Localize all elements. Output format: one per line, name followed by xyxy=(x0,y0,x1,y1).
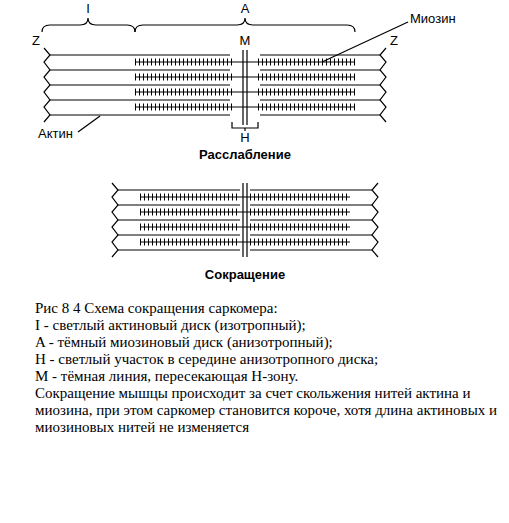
state-label: Сокращение xyxy=(205,268,285,283)
disk-letter: A xyxy=(241,2,250,17)
z-label: Z xyxy=(390,34,398,49)
myosin-heads xyxy=(135,62,355,107)
explanation-note: Сокращение мышцы происходит за счет скол… xyxy=(35,385,505,436)
figure-caption: Рис 8 4 Схема сокращения саркомера: xyxy=(35,300,505,317)
actin-filament xyxy=(118,190,372,250)
line-letter: M xyxy=(240,34,251,49)
z-line xyxy=(44,48,50,122)
leader-line xyxy=(322,22,408,62)
definition-line: A - тёмный миозиновый диск (анизотропный… xyxy=(35,334,505,351)
z-label: Z xyxy=(32,34,40,49)
myosin-heads xyxy=(140,197,350,242)
m-line xyxy=(243,183,247,257)
disk-letter: I xyxy=(86,2,90,17)
h-bracket xyxy=(232,122,258,131)
a-brace xyxy=(135,18,355,32)
filament-label: Миозин xyxy=(410,12,456,27)
zone-letter: H xyxy=(240,131,249,146)
definition-line: H - светлый участок в середине анизотроп… xyxy=(35,351,505,368)
z-line xyxy=(380,48,386,122)
leader-line xyxy=(78,116,100,132)
definition-line: M - тёмная линия, пересекающая H-зону. xyxy=(35,368,505,385)
z-line xyxy=(112,183,118,257)
definition-line: I - светлый актиновый диск (изотропный); xyxy=(35,317,505,334)
i-brace xyxy=(42,18,135,32)
myosin-filament xyxy=(140,197,350,242)
z-line xyxy=(372,183,378,257)
m-line xyxy=(243,50,247,125)
myosin-filament xyxy=(135,62,355,107)
actin-filament xyxy=(50,55,380,115)
filament-label: Актин xyxy=(38,127,73,142)
state-label: Расслабление xyxy=(199,148,291,163)
